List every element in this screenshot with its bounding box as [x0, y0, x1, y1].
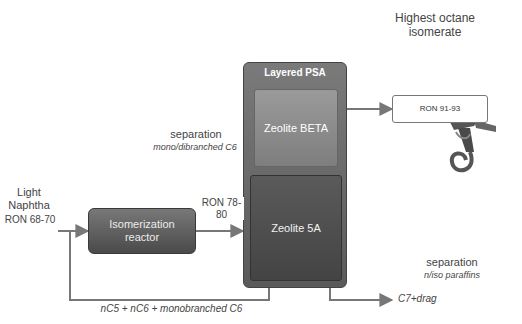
annotation-label: separation — [150, 128, 242, 141]
annotation-label: Light Naphtha — [2, 186, 56, 211]
flow-arrow — [347, 108, 392, 110]
edge-label: RON 78-80 — [200, 197, 244, 220]
node-text: Zeolite BETA — [264, 122, 328, 135]
edge-label: nC5 + nC6 + monobranched C6 — [75, 303, 269, 315]
psa-column: Zeolite BETA Zeolite 5A Layered PSA — [243, 62, 347, 288]
product-box: Highest octane isomerateRON 91-93 — [392, 95, 488, 123]
annotation-label: mono/dibranched C6 — [138, 142, 252, 152]
zeolite-beta-layer: Zeolite BETA — [254, 89, 338, 167]
annotation-label: C7+drag — [398, 293, 468, 305]
zeolite-5a-layer: Zeolite 5A — [250, 175, 342, 281]
annotation-label: RON 68-70 — [2, 214, 58, 226]
flow-arrow — [196, 230, 243, 232]
product-heading: Highest octane isomerate — [383, 12, 487, 40]
reactor-box: Isomerization reactor — [88, 208, 196, 254]
annotation-label: separation — [400, 256, 504, 269]
annotation-label: n/iso paraffins — [400, 270, 504, 280]
c7-drag-line — [330, 288, 392, 300]
node-text: Zeolite 5A — [271, 222, 321, 235]
node-text: RON 91-93 — [420, 104, 460, 113]
node-text: Isomerization reactor — [95, 218, 189, 243]
node-text: Layered PSA — [264, 67, 326, 79]
